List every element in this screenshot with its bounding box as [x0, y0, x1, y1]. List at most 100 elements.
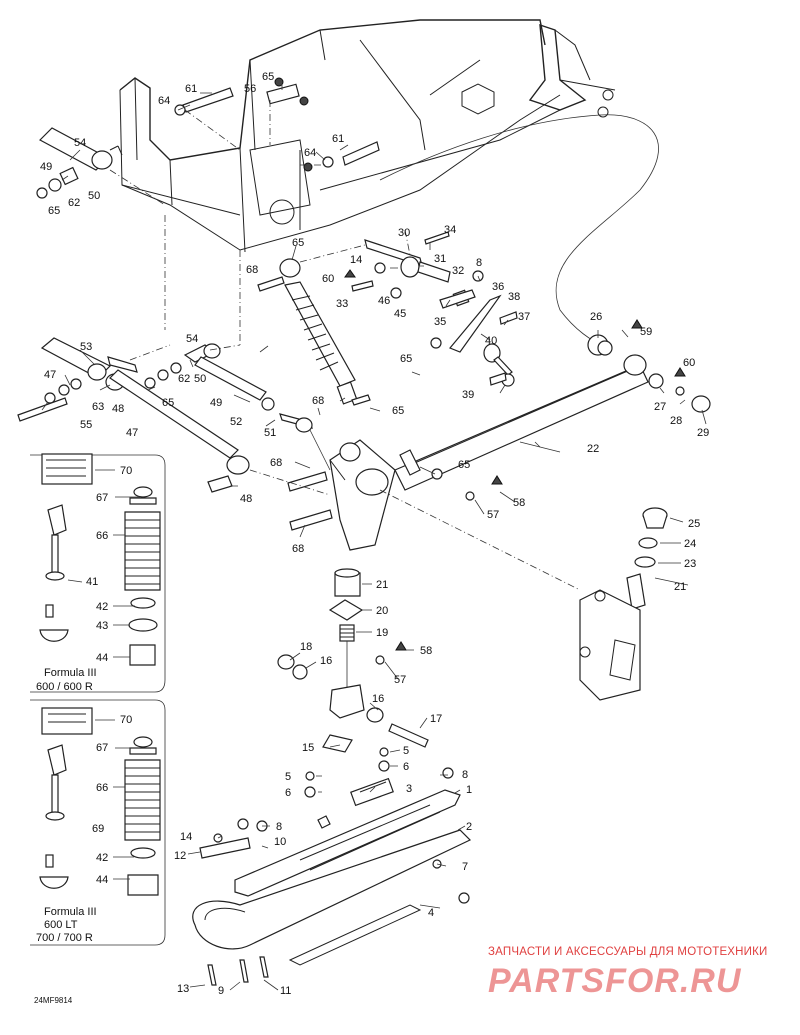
callout-70: 70 [120, 465, 132, 477]
callout-65: 65 [162, 397, 174, 409]
callout-62: 62 [178, 373, 190, 385]
callout-44: 44 [96, 652, 108, 664]
callout-16: 16 [320, 655, 332, 667]
callout-64: 64 [158, 95, 170, 107]
spindle-center-stack [277, 568, 429, 753]
callout-15: 15 [302, 742, 314, 754]
callout-12: 12 [174, 850, 186, 862]
callout-63: 63 [92, 401, 104, 413]
callout-35: 35 [434, 316, 446, 328]
callout-51: 51 [264, 427, 276, 439]
right-spindle [579, 507, 668, 701]
callout-6: 6 [285, 787, 291, 799]
callout-65: 65 [48, 205, 60, 217]
callout-29: 29 [697, 427, 709, 439]
leader-lines [41, 84, 707, 991]
callout-16: 16 [372, 693, 384, 705]
callout-68: 68 [270, 457, 282, 469]
callout-14: 14 [180, 831, 192, 843]
pivot-assembly [299, 229, 518, 387]
callout-17: 17 [430, 713, 442, 725]
watermark-logo: PARTSFOR.RU [488, 962, 742, 1000]
callout-47: 47 [126, 427, 138, 439]
callout-65: 65 [292, 237, 304, 249]
ski [192, 747, 472, 986]
callout-20: 20 [376, 605, 388, 617]
callout-49: 49 [210, 397, 222, 409]
callout-42: 42 [96, 852, 108, 864]
shock-absorber [257, 258, 371, 471]
callout-67: 67 [96, 492, 108, 504]
callout-23: 23 [684, 558, 696, 570]
callout-62: 62 [68, 197, 80, 209]
callout-3: 3 [406, 783, 412, 795]
callout-47: 47 [44, 369, 56, 381]
callout-53: 53 [80, 341, 92, 353]
inset-formula-iii-600lt-700 [30, 699, 166, 946]
callout-49: 49 [40, 161, 52, 173]
callout-65: 65 [458, 459, 470, 471]
callout-39: 39 [462, 389, 474, 401]
callout-60: 60 [683, 357, 695, 369]
callout-2: 2 [466, 821, 472, 833]
callout-42: 42 [96, 601, 108, 613]
callout-1: 1 [466, 784, 472, 796]
callout-32: 32 [452, 265, 464, 277]
callout-14: 14 [350, 254, 362, 266]
callout-59: 59 [640, 326, 652, 338]
callout-60: 60 [322, 273, 334, 285]
callout-38: 38 [508, 291, 520, 303]
callout-50: 50 [88, 190, 100, 202]
callout-46: 46 [378, 295, 390, 307]
callout-8: 8 [462, 769, 468, 781]
callout-44: 44 [96, 874, 108, 886]
callout-5: 5 [403, 745, 409, 757]
callout-57: 57 [394, 674, 406, 686]
inset2-caption-line3: 700 / 700 R [36, 932, 93, 944]
callout-68: 68 [246, 264, 258, 276]
callout-8: 8 [276, 821, 282, 833]
callout-40: 40 [485, 335, 497, 347]
callout-30: 30 [398, 227, 410, 239]
callout-13: 13 [177, 983, 189, 995]
inset1-caption-line2: 600 / 600 R [36, 681, 93, 693]
callout-66: 66 [96, 530, 108, 542]
watermark-tagline: ЗАПЧАСТИ И АКСЕССУАРЫ ДЛЯ МОТОТЕХНИКИ [488, 946, 768, 958]
inset2-caption-line1: Formula III [44, 906, 97, 918]
callout-labels: 61 64 65 56 54 49 50 62 65 61 64 65 68 3… [34, 71, 709, 1005]
callout-48: 48 [240, 493, 252, 505]
callout-21: 21 [674, 581, 686, 593]
callout-9: 9 [218, 985, 224, 997]
callout-61: 61 [332, 133, 344, 145]
callout-56: 56 [244, 83, 256, 95]
callout-65: 65 [400, 353, 412, 365]
callout-67: 67 [96, 742, 108, 754]
callout-28: 28 [670, 415, 682, 427]
callout-25: 25 [688, 518, 700, 530]
callout-58: 58 [513, 497, 525, 509]
callout-19: 19 [376, 627, 388, 639]
callout-64: 64 [304, 147, 316, 159]
callout-31: 31 [434, 253, 446, 265]
callout-57: 57 [487, 509, 499, 521]
callout-70: 70 [120, 714, 132, 726]
upper-arm-assembly [17, 77, 380, 493]
callout-22: 22 [587, 443, 599, 455]
callout-11: 11 [280, 985, 291, 997]
callout-48: 48 [112, 403, 124, 415]
callout-10: 10 [274, 836, 286, 848]
callout-8: 8 [476, 257, 482, 269]
callout-65: 65 [262, 71, 274, 83]
callout-37: 37 [518, 311, 530, 323]
callout-34: 34 [444, 224, 456, 236]
inset1-caption-line1: Formula III [44, 667, 97, 679]
callout-7: 7 [462, 861, 468, 873]
callout-36: 36 [492, 281, 504, 293]
callout-55: 55 [80, 419, 92, 431]
callout-50: 50 [194, 373, 206, 385]
callout-41: 41 [86, 576, 98, 588]
inset-formula-iii-600 [30, 453, 166, 693]
callout-58: 58 [420, 645, 432, 657]
callout-21: 21 [376, 579, 388, 591]
